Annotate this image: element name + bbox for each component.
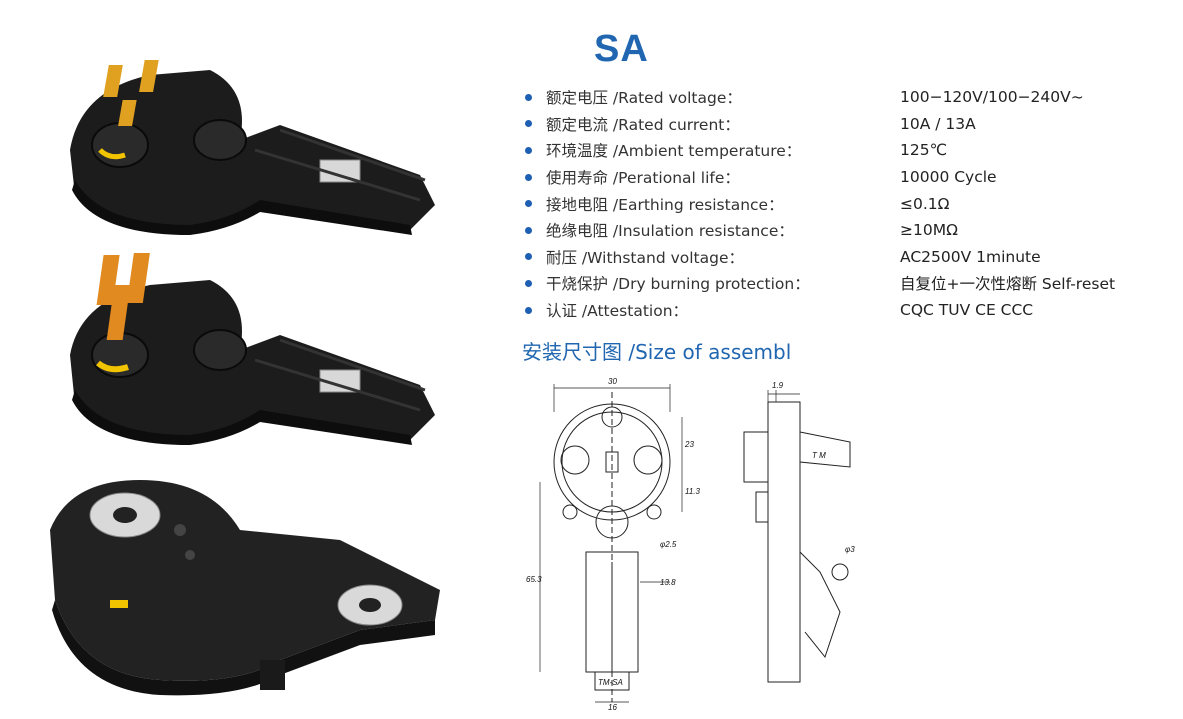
- spec-value: 自复位+一次性熔断 Self-reset: [900, 275, 1116, 294]
- dimension-width-label: 30: [608, 377, 617, 386]
- spec-value: 125℃: [900, 141, 947, 160]
- bullet-icon: [525, 226, 532, 234]
- dimension-13-8-label: 13.8: [660, 578, 676, 587]
- bullet-icon: [525, 146, 532, 154]
- spec-row: 认证 /Attestation： CQC TUV CE CCC: [522, 297, 1162, 324]
- spec-label: 环境温度 /Ambient temperature：: [546, 142, 802, 161]
- dimension-phi3-label: φ3: [845, 545, 855, 554]
- bullet-icon: [525, 200, 532, 208]
- spec-label: 接地电阻 /Earthing resistance：: [546, 195, 784, 214]
- bullet-icon: [525, 306, 532, 314]
- product-photo-bottom: [50, 480, 440, 696]
- bullet-icon: [525, 93, 532, 101]
- dimension-23-label: 23: [684, 440, 694, 449]
- spec-row: 使用寿命 /Perational life： 10000 Cycle: [522, 164, 1162, 191]
- spec-value: ≤0.1Ω: [900, 194, 950, 213]
- dimension-11-3-label: 11.3: [685, 487, 701, 496]
- dimension-height-label: 65.3: [526, 575, 542, 584]
- spec-row: 耐压 /Withstand voltage： AC2500V 1minute: [522, 244, 1162, 271]
- product-title: SA: [594, 28, 649, 70]
- part-marking-label: TM-SA: [598, 678, 623, 687]
- spec-label: 使用寿命 /Perational life：: [546, 169, 740, 188]
- spec-row: 额定电流 /Rated current： 10A / 13A: [522, 111, 1162, 138]
- spec-value: 10A / 13A: [900, 114, 976, 133]
- spec-value: AC2500V 1minute: [900, 247, 1041, 266]
- spec-label: 额定电流 /Rated current：: [546, 115, 740, 134]
- bullet-icon: [525, 279, 532, 287]
- spec-row: 环境温度 /Ambient temperature： 125℃: [522, 137, 1162, 164]
- spec-row: 干烧保护 /Dry burning protection： 自复位+一次性熔断 S…: [522, 270, 1162, 297]
- product-photo-top: [70, 60, 435, 235]
- spec-label: 额定电压 /Rated voltage：: [546, 89, 742, 108]
- spec-label: 干烧保护 /Dry burning protection：: [546, 275, 810, 294]
- spec-row: 接地电阻 /Earthing resistance： ≤0.1Ω: [522, 190, 1162, 217]
- spec-label: 耐压 /Withstand voltage：: [546, 248, 744, 267]
- bullet-icon: [525, 120, 532, 128]
- spec-value: 10000 Cycle: [900, 168, 997, 187]
- dimension-16-label: 16: [608, 703, 617, 712]
- side-marking-label: T M: [812, 451, 826, 460]
- product-photo-middle: [70, 253, 435, 445]
- spec-label: 认证 /Attestation：: [546, 302, 689, 321]
- dimension-side-label: 1.9: [772, 381, 784, 390]
- bullet-icon: [525, 253, 532, 261]
- spec-row: 绝缘电阻 /Insulation resistance： ≥10MΩ: [522, 217, 1162, 244]
- bullet-icon: [525, 173, 532, 181]
- spec-value: 100−120V/100−240V~: [900, 88, 1084, 107]
- dimension-hole-label: φ2.5: [660, 540, 677, 549]
- assembly-size-heading: 安装尺寸图 /Size of assembl: [522, 340, 792, 364]
- spec-label: 绝缘电阻 /Insulation resistance：: [546, 222, 794, 241]
- spec-value: CQC TUV CE CCC: [900, 301, 1034, 320]
- spec-value: ≥10MΩ: [900, 221, 958, 240]
- spec-row: 额定电压 /Rated voltage： 100−120V/100−240V~: [522, 84, 1162, 111]
- assembly-dimension-drawing: 30 23 11.3 φ2.5 65.3 13.8 16 TM-SA 1.9 φ…: [526, 377, 855, 712]
- spec-list: 额定电压 /Rated voltage： 100−120V/100−240V~ 额…: [522, 84, 1162, 323]
